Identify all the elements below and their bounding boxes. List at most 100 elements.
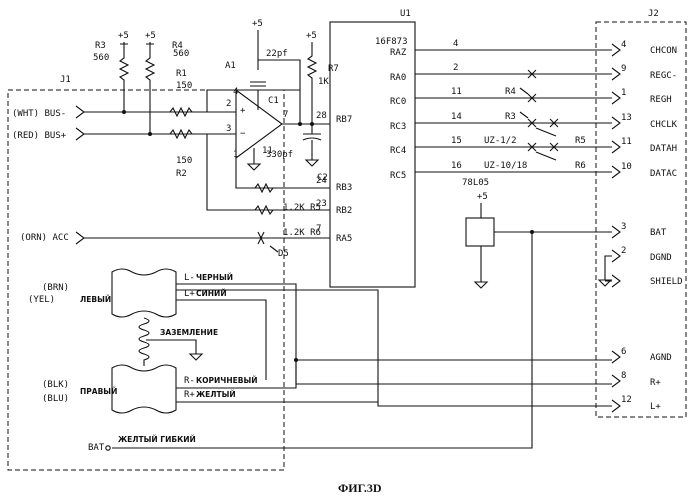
j2-agnd-label: AGND — [650, 353, 672, 363]
u1-pin24-label: 24 — [316, 176, 327, 186]
d5-label: D5 — [278, 249, 289, 259]
wires-uz2-label: UZ-10/18 — [484, 161, 527, 171]
figure-caption: ФИГ.3D — [338, 481, 382, 495]
r2-label: R2 — [176, 169, 187, 179]
svg-text:−: − — [240, 129, 246, 139]
u1-ra0-label: RA0 — [390, 73, 406, 83]
u1-rc5-label: RC5 — [390, 171, 406, 181]
wires-uz1-label: UZ-1/2 — [484, 136, 517, 146]
u1-rc4-label: RC4 — [390, 146, 406, 156]
u1-pin7-label: 7 — [316, 224, 321, 234]
wires-rplus_ru-label: ЖЕЛТЫЙ — [196, 390, 236, 399]
j2-connector-box — [596, 22, 686, 417]
wires-rminus_ru-label: КОРИЧНЕВЫЙ — [196, 376, 258, 385]
r4-supply-label: +5 — [145, 31, 156, 41]
wires-r6-label: R6 — [575, 161, 586, 171]
j1-acc-label: (ORN) ACC — [20, 233, 69, 243]
u1-part-number: 16F873 — [375, 37, 408, 47]
r3-supply-label: +5 — [118, 31, 129, 41]
j2-p9-label: 9 — [621, 64, 626, 74]
j2-chcon-label: CHCON — [650, 46, 677, 56]
a1-label: A1 — [225, 61, 236, 71]
wires-p4-label: 4 — [453, 39, 458, 49]
wires-p15-label: 15 — [451, 136, 462, 146]
u1-rc0-label: RC0 — [390, 97, 406, 107]
u1-raz-label: RAZ — [390, 48, 407, 58]
j2-label: J2 — [648, 9, 659, 19]
j2-chclk-label: CHCLK — [650, 120, 678, 130]
j2-bat-label: BAT — [650, 228, 667, 238]
j2-p6-label: 6 — [621, 347, 626, 357]
j2-rplus-label: R+ — [650, 378, 661, 388]
c1-label: C1 — [268, 96, 279, 106]
plus5-a1: +5 — [252, 19, 263, 29]
u1-rc3-label: RC3 — [390, 122, 406, 132]
r4-value: 560 — [173, 49, 189, 59]
j2-p3-label: 3 — [621, 222, 626, 232]
j1-bat-wire-label: ЖЕЛТЫЙ ГИБКИЙ — [118, 435, 196, 444]
j1-connector-box — [8, 90, 284, 470]
wires-p11-label: 11 — [451, 87, 462, 97]
j1-levyi-label: ЛЕВЫЙ — [80, 295, 111, 304]
wires-r4-label: R4 — [505, 87, 516, 97]
c1-value: 22pf — [266, 49, 288, 59]
u1-pin28-label: 28 — [316, 111, 327, 121]
r7-value: 1K — [318, 77, 329, 87]
supplies-reg-label: +5 — [477, 192, 488, 202]
j2-dgnd-label: DGND — [650, 253, 672, 263]
j2-p10-label: 10 — [621, 162, 632, 172]
j1-blk-label: (BLK) — [42, 380, 69, 390]
wires-p2-label: 2 — [453, 63, 458, 73]
j2-datac-label: DATAC — [650, 169, 677, 179]
j2-p2-label: 2 — [621, 246, 626, 256]
regulator-box — [466, 218, 494, 246]
j1-label: J1 — [60, 75, 71, 85]
j1-yel-label: (YEL) — [28, 295, 55, 305]
u1-rb3-label: RB3 — [336, 183, 352, 193]
c2-value: 330pf — [266, 150, 293, 160]
wires-p16-label: 16 — [451, 161, 462, 171]
r1-value: 150 — [176, 81, 192, 91]
u1-pin23-label: 23 — [316, 199, 327, 209]
j2-regh-label: REGH — [650, 95, 672, 105]
r3-label: R3 — [95, 41, 106, 51]
wires-rplus-label: R+ — [184, 390, 195, 400]
u1-label: U1 — [400, 9, 411, 19]
a1-pin4: 4 — [233, 87, 238, 97]
j2-p4-label: 4 — [621, 40, 626, 50]
wires-lminus_ru-label: ЧЕРНЫЙ — [196, 273, 233, 282]
j2-lplus-label: L+ — [650, 402, 661, 412]
a1-pin3: 3 — [226, 124, 231, 134]
j2-p13-label: 13 — [621, 113, 632, 123]
j1-ground-label: ЗАЗЕМЛЕНИЕ — [160, 328, 218, 337]
j2-datah-label: DATAH — [650, 144, 677, 154]
r2-value: 150 — [176, 156, 192, 166]
u1-rb2-label: RB2 — [336, 206, 352, 216]
wires-lminus-label: L- — [184, 273, 195, 283]
j2-shield-label: SHIELD — [650, 277, 683, 287]
j1-brn-label: (BRN) — [42, 283, 69, 293]
j2-p8-label: 8 — [621, 371, 626, 381]
svg-text:+: + — [240, 106, 246, 116]
u1-ra5-label: RA5 — [336, 234, 352, 244]
u1-rb7-label: RB7 — [336, 115, 352, 125]
j2-regc-label: REGC- — [650, 71, 677, 81]
j1-blu-label: (BLU) — [42, 394, 69, 404]
a1-pin7: 7 — [283, 110, 288, 120]
r7-label: R7 — [328, 64, 339, 74]
wires-r5-label: R5 — [575, 136, 586, 146]
j2-p12-label: 12 — [621, 395, 632, 405]
a1-pin2: 2 — [226, 99, 231, 109]
j2-p11-label: 11 — [621, 137, 632, 147]
j2-p1-label: 1 — [621, 88, 626, 98]
components-reg-label: 78L05 — [462, 178, 489, 188]
j1-bat-label: BAT — [88, 443, 105, 453]
r1-label: R1 — [176, 69, 187, 79]
wires-rminus-label: R- — [184, 376, 195, 386]
wires-p14-label: 14 — [451, 112, 462, 122]
j1-bus-plus-label: (RED) BUS+ — [12, 131, 67, 141]
r3-value: 560 — [93, 53, 109, 63]
wires-r3-label: R3 — [505, 112, 516, 122]
